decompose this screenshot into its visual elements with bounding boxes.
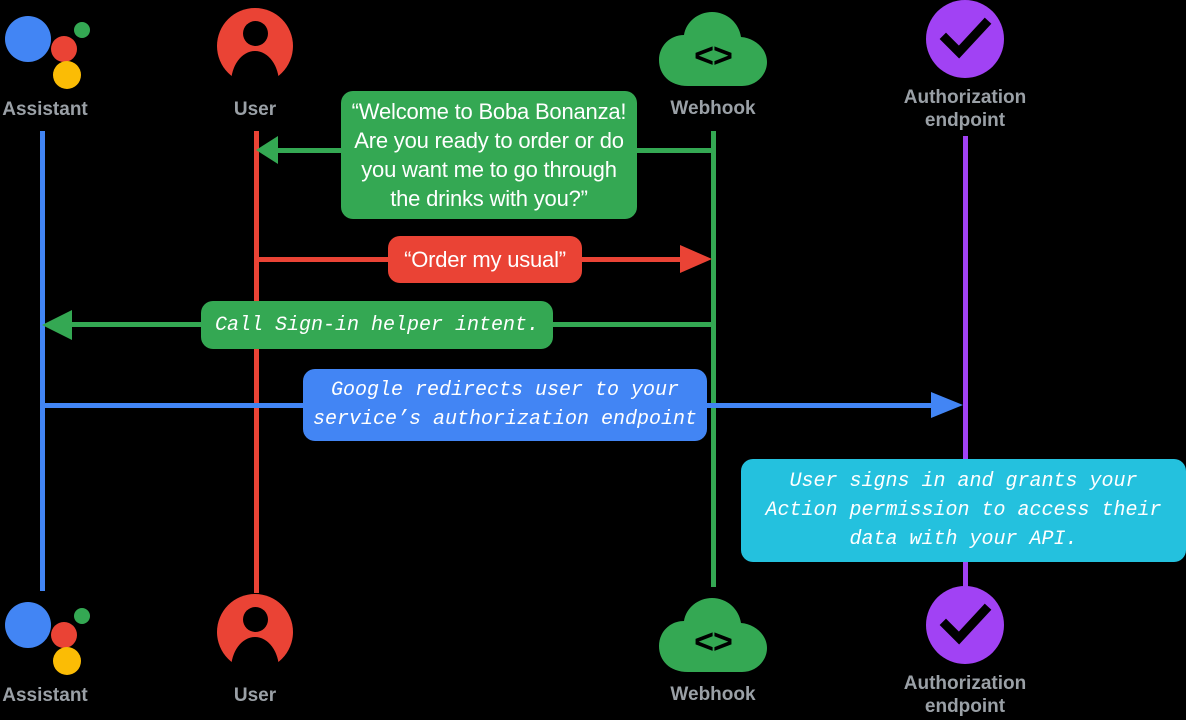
- message-google-redirects-user: Google redirects user to your service’s …: [303, 369, 707, 441]
- arrowhead-google-redirects-user: [931, 392, 963, 418]
- webhook-icon-bottom: <>: [657, 596, 769, 674]
- assistant-blue-dot-icon: [5, 602, 51, 648]
- arrowhead-welcome-prompt: [256, 136, 278, 164]
- actor-label-user-bottom: User: [233, 685, 277, 706]
- assistant-blue-dot-icon: [5, 16, 51, 62]
- checkmark-icon: [939, 17, 992, 59]
- actor-label-webhook-top: Webhook: [670, 98, 756, 119]
- user-head-icon: [242, 21, 268, 46]
- assistant-yellow-dot-icon: [53, 647, 81, 675]
- message-call-signin-helper-intent: Call Sign-in helper intent.: [201, 301, 553, 349]
- authorization-endpoint-icon-top: [926, 0, 1004, 78]
- cloud-shape-icon: [659, 12, 767, 86]
- assistant-icon-top: [5, 8, 95, 98]
- actor-label-webhook-bottom: Webhook: [670, 684, 756, 705]
- lifeline-user: [254, 131, 259, 593]
- assistant-green-dot-icon: [74, 608, 90, 624]
- assistant-green-dot-icon: [74, 22, 90, 38]
- user-body-icon: [231, 51, 279, 85]
- user-head-icon: [242, 607, 268, 632]
- actor-label-user-top: User: [233, 99, 277, 120]
- cloud-shape-icon: [659, 598, 767, 672]
- webhook-code-glyph-icon: <>: [694, 36, 733, 75]
- assistant-yellow-dot-icon: [53, 61, 81, 89]
- message-welcome-prompt: “Welcome to Boba Bonanza! Are you ready …: [341, 91, 637, 219]
- webhook-code-glyph-icon: <>: [694, 622, 733, 661]
- authorization-endpoint-icon-bottom: [926, 586, 1004, 664]
- actor-label-assistant-top: Assistant: [2, 99, 88, 120]
- webhook-icon-top: <>: [657, 10, 769, 88]
- message-user-signs-in-grants-permission: User signs in and grants your Action per…: [741, 459, 1186, 562]
- assistant-red-dot-icon: [51, 36, 77, 62]
- message-order-my-usual: “Order my usual”: [388, 236, 582, 283]
- user-icon-top: [217, 8, 293, 85]
- arrowhead-order-my-usual: [680, 245, 712, 273]
- actor-label-authorization-endpoint-bottom: Authorization endpoint: [903, 673, 1027, 717]
- actor-label-assistant-bottom: Assistant: [2, 685, 88, 706]
- user-body-icon: [231, 637, 279, 671]
- assistant-red-dot-icon: [51, 622, 77, 648]
- assistant-icon-bottom: [5, 594, 95, 684]
- lifeline-authorization-endpoint: [963, 136, 968, 593]
- arrowhead-call-signin-helper-intent: [42, 310, 72, 340]
- checkmark-icon: [939, 603, 992, 645]
- lifeline-assistant: [40, 131, 45, 591]
- lifeline-webhook: [711, 131, 716, 587]
- user-icon-bottom: [217, 594, 293, 671]
- actor-label-authorization-endpoint-top: Authorization endpoint: [903, 87, 1027, 131]
